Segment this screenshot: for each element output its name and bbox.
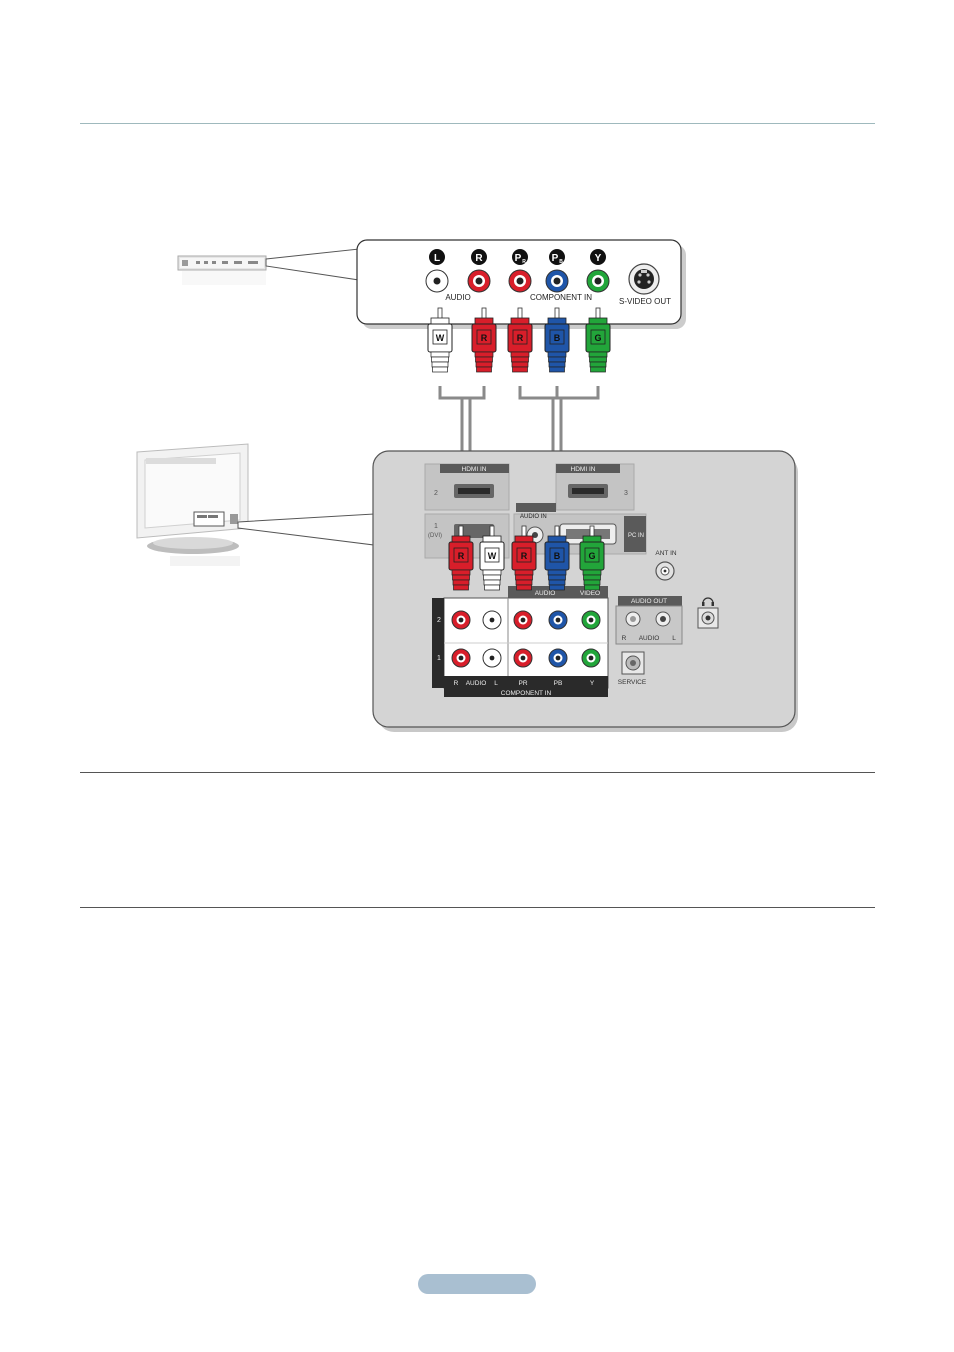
audio-out-l: L <box>672 635 676 642</box>
bottom-label-y: Y <box>590 680 595 687</box>
svg-text:R: R <box>481 333 488 343</box>
tv-jack-row2-col2 <box>514 611 532 629</box>
hdmi-in-2-label: HDMI IN <box>462 466 487 473</box>
svg-text:G: G <box>594 333 601 343</box>
service-port <box>622 652 644 674</box>
service-label: SERVICE <box>618 679 647 686</box>
svg-text:R: R <box>475 253 483 264</box>
source-jack-r <box>468 270 490 292</box>
ant-in-label: ANT IN <box>655 550 676 557</box>
bottom-label-pr: PR <box>518 680 527 687</box>
ant-in-port <box>656 562 674 580</box>
tv-jack-row1-col1 <box>483 649 501 667</box>
row-number-1: 1 <box>437 655 441 662</box>
tv-jack-row1-col0 <box>452 649 470 667</box>
svg-text:R: R <box>521 551 528 561</box>
svg-text:R: R <box>517 333 524 343</box>
component-in-bottom-label: COMPONENT IN <box>501 690 552 697</box>
source-jack-y <box>587 270 609 292</box>
svg-text:B: B <box>554 333 561 343</box>
svg-text:B: B <box>559 259 563 265</box>
source-jack-pb <box>546 270 568 292</box>
hdmi-in-3-label: HDMI IN <box>571 466 596 473</box>
hdmi-in-3-number: 3 <box>624 490 628 497</box>
tv-jack-row1-col3 <box>549 649 567 667</box>
bottom-label-r: R <box>454 680 459 687</box>
hdmi-in-2-number: 2 <box>434 490 438 497</box>
bottom-label-l: L <box>494 680 498 687</box>
row-number-2: 2 <box>437 617 441 624</box>
svg-text:P: P <box>552 253 559 264</box>
tv-jack-row2-col0 <box>452 611 470 629</box>
jack-letter-y: Y <box>590 249 606 265</box>
av-audio-label: AUDIO <box>535 590 556 597</box>
svg-text:Y: Y <box>595 253 602 264</box>
tv-jack-row2-col3 <box>549 611 567 629</box>
audio-in-label: AUDIO IN <box>520 514 547 520</box>
plug-top-4-g: G <box>586 308 610 372</box>
svideo-out-label: S-VIDEO OUT <box>619 297 671 306</box>
plug-top-3-b: B <box>545 308 569 372</box>
headphone-jack <box>698 608 718 628</box>
av-video-label: VIDEO <box>580 590 600 597</box>
page-number-pill <box>418 1274 536 1294</box>
svg-text:R: R <box>458 551 465 561</box>
source-jack-pr <box>509 270 531 292</box>
tv-jack-row1-col2 <box>514 649 532 667</box>
svg-text:P: P <box>515 253 522 264</box>
svideo-jack <box>629 264 659 294</box>
component-in-label: COMPONENT IN <box>530 293 592 302</box>
plug-top-2-r: R <box>508 308 532 372</box>
source-jack-l <box>426 270 448 292</box>
pc-in-label: PC IN <box>628 533 644 539</box>
bottom-label-pb: PB <box>554 680 563 687</box>
hdmi-in-1-dvi-label: (DVI) <box>428 533 442 539</box>
hdmi-in-1-number: 1 <box>434 523 438 530</box>
tv-jack-row2-col4 <box>582 611 600 629</box>
plug-top-1-r: R <box>472 308 496 372</box>
section-divider-2 <box>80 907 875 908</box>
source-callout <box>266 249 359 280</box>
section-divider-1 <box>80 772 875 773</box>
tv-callout <box>238 514 374 545</box>
svg-text:G: G <box>588 551 595 561</box>
jack-letter-r: R <box>471 249 487 265</box>
tv-jack-row2-col1 <box>483 611 501 629</box>
jack-letter-l: L <box>429 249 445 265</box>
bottom-label-audio: AUDIO <box>466 680 487 687</box>
source-device-icon <box>178 256 266 285</box>
svg-text:W: W <box>488 551 497 561</box>
audio-out-audio: AUDIO <box>639 635 660 642</box>
audio-out-label: AUDIO OUT <box>631 598 667 605</box>
svg-text:B: B <box>554 551 561 561</box>
tv-rear-icon <box>137 444 248 566</box>
svg-text:L: L <box>434 253 440 264</box>
audio-label: AUDIO <box>445 293 470 302</box>
tv-jack-row1-col4 <box>582 649 600 667</box>
plug-top-0-w: W <box>428 308 452 372</box>
svg-text:W: W <box>436 333 445 343</box>
audio-out-r: R <box>622 635 627 642</box>
svg-text:R: R <box>522 259 526 265</box>
